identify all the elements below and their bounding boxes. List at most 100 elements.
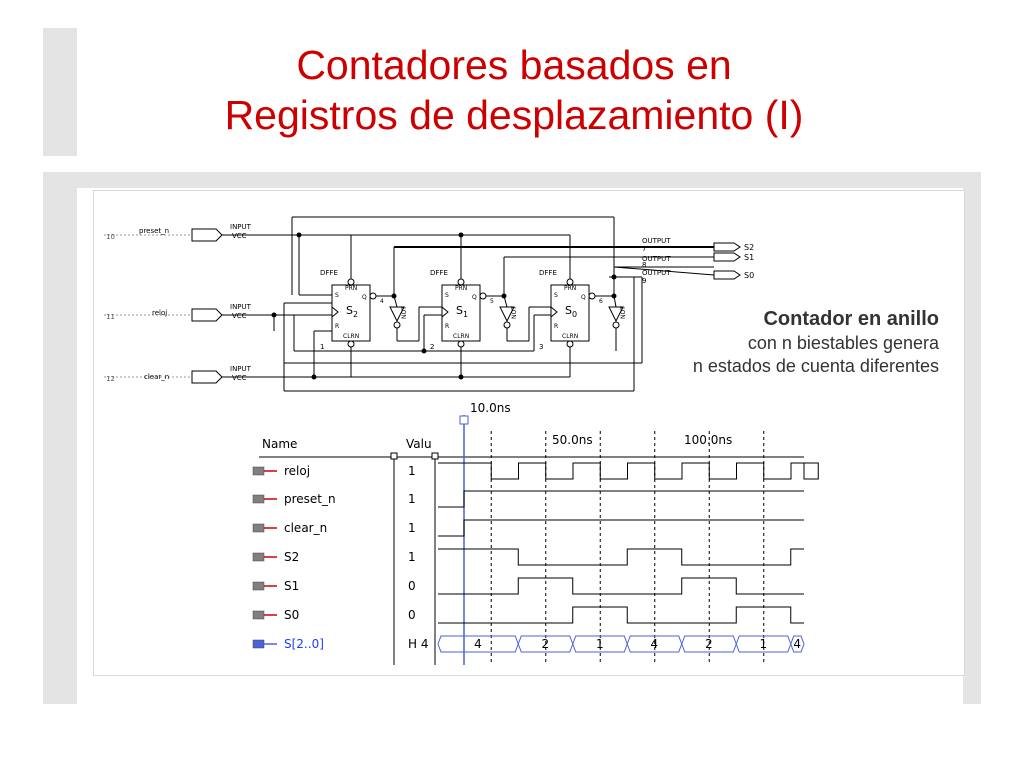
wave-S1 (438, 577, 804, 595)
ff-s1-r: R (445, 323, 449, 330)
output-name-s0: S0 (744, 271, 754, 280)
bus-value: 2 (542, 637, 550, 651)
flipflop-s2-box (331, 284, 371, 342)
input-sub-reloj: VCC (232, 312, 247, 320)
input-name-clear: clear_n (144, 373, 169, 381)
value-column-splitter[interactable] (431, 452, 439, 460)
wave-S0 (438, 606, 804, 624)
input-signal-icon (252, 523, 277, 533)
signal-name-4[interactable]: S1 (284, 579, 299, 593)
signal-name-5[interactable]: S0 (284, 608, 299, 622)
bus-value: 1 (760, 637, 768, 651)
input-type-preset: INPUT (230, 223, 252, 231)
ff-s0-prn: PRN (564, 285, 576, 292)
signal-name-1[interactable]: preset_n (284, 492, 336, 506)
title-line-1: Contadores basados en (296, 42, 732, 88)
ff-s0-clrn: CLRN (562, 333, 578, 340)
flipflop-s1-box (441, 284, 481, 342)
bus-value: 4 (474, 637, 482, 651)
output-type-s1: OUTPUT (642, 255, 671, 263)
input-sub-preset: VCC (232, 232, 247, 240)
ff-s2-prn: PRN (345, 285, 357, 292)
wave-preset_n (438, 490, 804, 508)
output-pin-s2: 7 (642, 245, 646, 253)
frame-bar-top-left (43, 28, 77, 156)
caption-line-1: Contador en anillo (763, 308, 939, 330)
bus-segment (790, 635, 805, 653)
pin-label-4: 4 (380, 298, 384, 305)
signal-name-3[interactable]: S2 (284, 550, 299, 564)
ff-s1-q: Q (472, 294, 477, 301)
input-type-reloj: INPUT (230, 303, 252, 311)
header-value: Valu (406, 437, 432, 451)
wave-clear_n (438, 519, 804, 537)
bus-value: 4 (793, 637, 801, 651)
marker-label: 10.0ns (470, 401, 511, 415)
ff-s0-r: R (554, 323, 558, 330)
input-name-preset: preset_n (139, 227, 169, 235)
ff-s0-s: S (554, 292, 558, 299)
input-type-clear: INPUT (230, 365, 252, 373)
title-line-2: Registros de desplazamiento (I) (224, 92, 804, 138)
output-symbol-s0 (713, 270, 741, 280)
not-label-3: NOT (620, 306, 627, 319)
input-symbol-clear (104, 370, 314, 384)
ff-s1-clrn: CLRN (453, 333, 469, 340)
ff-s0-type: DFFE (539, 269, 557, 277)
ff-s1-pin: 2 (430, 343, 434, 351)
time-label-100: 100.0ns (684, 433, 732, 447)
output-signal-icon (252, 610, 277, 620)
input-name-reloj: reloj (152, 309, 167, 317)
caption-line-3: n estados de cuenta diferentes (692, 356, 939, 376)
caption-line-2: con n biestables genera (747, 333, 939, 353)
ff-s2-s: S (335, 292, 339, 299)
output-signal-icon (252, 552, 277, 562)
bus-value: 4 (651, 637, 659, 651)
signal-value-4: 0 (408, 579, 416, 593)
ff-s2-r: R (335, 323, 339, 330)
ff-s0-pin: 3 (539, 343, 543, 351)
frame-bar-bottom-left (43, 172, 77, 704)
output-type-s2: OUTPUT (642, 237, 671, 245)
input-pin-preset: 10 (106, 233, 115, 241)
signal-value-5: 0 (408, 608, 416, 622)
signal-value-3: 1 (408, 550, 416, 564)
frame-bar-bottom-right (963, 172, 981, 704)
signal-value-1: 1 (408, 492, 416, 506)
frame-bar-top (43, 172, 981, 188)
signal-value-0: 1 (408, 464, 416, 478)
input-symbol-reloj (104, 308, 274, 322)
ff-s0-label: S0 (565, 304, 577, 319)
signal-name-0[interactable]: reloj (284, 464, 310, 478)
output-pin-s1: 8 (642, 261, 646, 269)
time-marker-handle[interactable] (459, 415, 469, 425)
ff-s1-label: S1 (456, 304, 468, 319)
ff-s2-type: DFFE (320, 269, 338, 277)
output-name-s2: S2 (744, 243, 754, 252)
signal-name-2[interactable]: clear_n (284, 521, 327, 535)
input-pin-reloj: 11 (106, 313, 115, 321)
ff-s2-label: S2 (346, 304, 358, 319)
junction-dots (271, 232, 617, 380)
signal-value-6: H 4 (408, 637, 428, 651)
name-column-splitter[interactable] (390, 452, 398, 460)
bus-value: 2 (705, 637, 713, 651)
slide-title: Contadores basados en Registros de despl… (80, 40, 948, 140)
wave-S2 (438, 548, 804, 566)
ff-s1-type: DFFE (430, 269, 448, 277)
ff-s1-prn: PRN (455, 285, 467, 292)
input-symbol-preset (104, 228, 299, 242)
output-symbol-s1 (713, 252, 741, 262)
wave-reloj (438, 462, 819, 480)
input-signal-icon (252, 466, 277, 476)
input-signal-icon (252, 494, 277, 504)
signal-name-6[interactable]: S[2..0] (284, 637, 324, 651)
input-sub-clear: VCC (232, 374, 247, 382)
output-name-s1: S1 (744, 253, 754, 262)
signal-value-2: 1 (408, 521, 416, 535)
ff-s2-clrn: CLRN (343, 333, 359, 340)
input-pin-clear: 12 (106, 375, 115, 383)
not-label-1: NOT (401, 306, 408, 319)
header-name: Name (262, 437, 297, 451)
